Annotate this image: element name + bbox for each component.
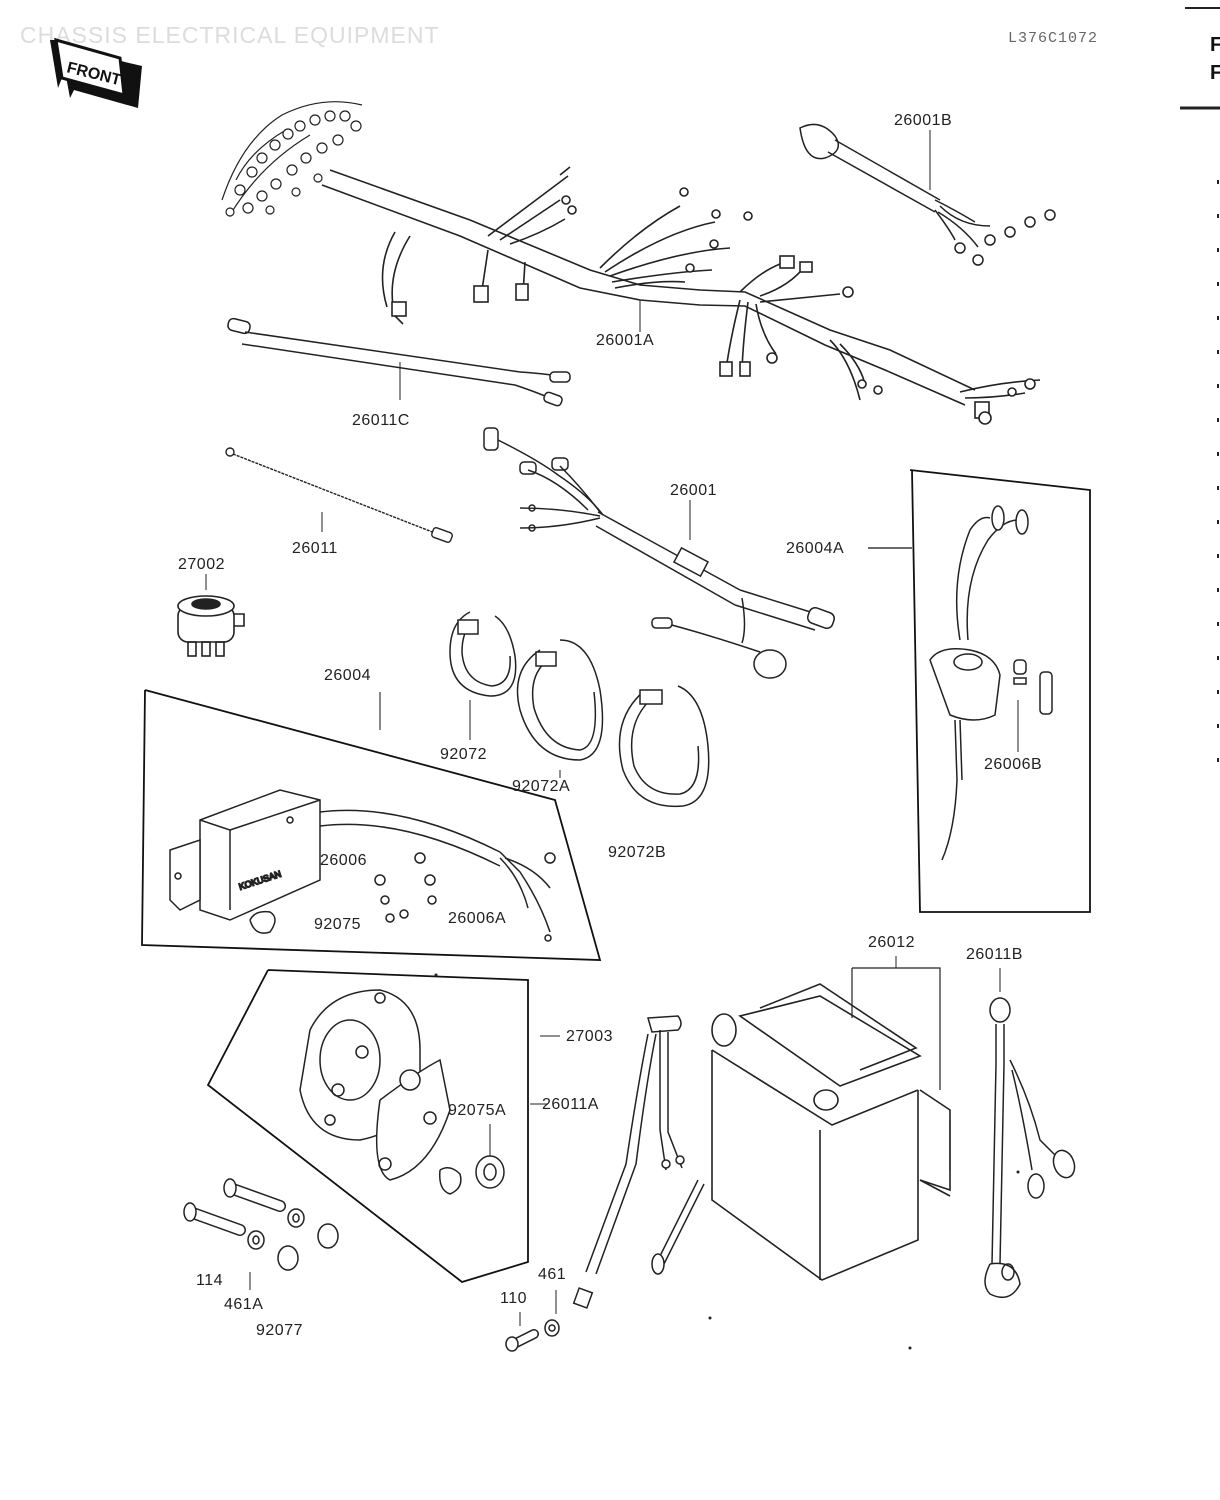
page-edge-marks (1180, 7, 1220, 780)
label-26004A: 26004A (786, 540, 845, 557)
label-92075A: 92075A (448, 1102, 507, 1119)
label-461A: 461A (224, 1296, 264, 1313)
label-92072A: 92072A (512, 778, 571, 795)
main-harness-26001A (221, 101, 1041, 425)
stray-dots (434, 973, 1020, 1350)
label-92075: 92075 (314, 916, 361, 933)
cable-26011A (530, 1015, 705, 1309)
label-27002: 27002 (178, 556, 225, 573)
label-26006B: 26006B (984, 756, 1043, 773)
label-26001B: 26001B (894, 112, 953, 129)
label-461: 461 (538, 1266, 567, 1283)
label-26001: 26001 (670, 482, 717, 499)
bolt-110-washer-461 (505, 1290, 560, 1352)
figure-code: L376C1072 (1008, 30, 1099, 47)
side-fragment-1: F (1210, 34, 1220, 56)
coil-26004A (929, 505, 1053, 861)
label-92072B: 92072B (608, 844, 667, 861)
harness-26001B (799, 123, 1056, 266)
label-92077: 92077 (256, 1322, 303, 1339)
cable-26011C (227, 317, 571, 407)
regulator-frame-26004 (141, 689, 602, 961)
battery-26012 (711, 956, 951, 1281)
cable-26011 (225, 447, 453, 543)
label-26006A: 26006A (448, 910, 507, 927)
page-title: CHASSIS ELECTRICAL EQUIPMENT (20, 22, 440, 48)
clamp-92072 (449, 611, 517, 697)
label-92072: 92072 (440, 746, 487, 763)
label-26012: 26012 (868, 934, 915, 951)
ground-lead-26011B (984, 968, 1076, 1299)
label-26006: 26006 (320, 852, 367, 869)
harness-26001 (483, 427, 836, 679)
label-110: 110 (500, 1290, 528, 1307)
assembly-26004A-frame (868, 469, 1091, 913)
label-26011A: 26011A (542, 1096, 599, 1113)
clamp-leaders (469, 700, 561, 778)
label-27003: 27003 (566, 1028, 613, 1045)
starter-27003 (299, 989, 560, 1195)
front-arrow-icon: FRONT (50, 37, 142, 108)
label-26011C: 26011C (352, 412, 410, 429)
clamp-92072A (516, 639, 604, 761)
switch-27002 (177, 574, 245, 657)
regulator-26004: KOKUSAN (169, 789, 556, 942)
starter-frame-27003 (206, 969, 529, 1283)
label-26004: 26004 (324, 667, 371, 684)
label-26011: 26011 (292, 540, 338, 557)
label-26011B: 26011B (966, 946, 1023, 963)
label-114: 114 (196, 1272, 224, 1289)
clamp-92072B (618, 685, 710, 808)
label-26001A: 26001A (596, 332, 655, 349)
bolt-set-114-461A-92077 (183, 1178, 339, 1290)
side-fragment-2: F (1210, 62, 1220, 84)
